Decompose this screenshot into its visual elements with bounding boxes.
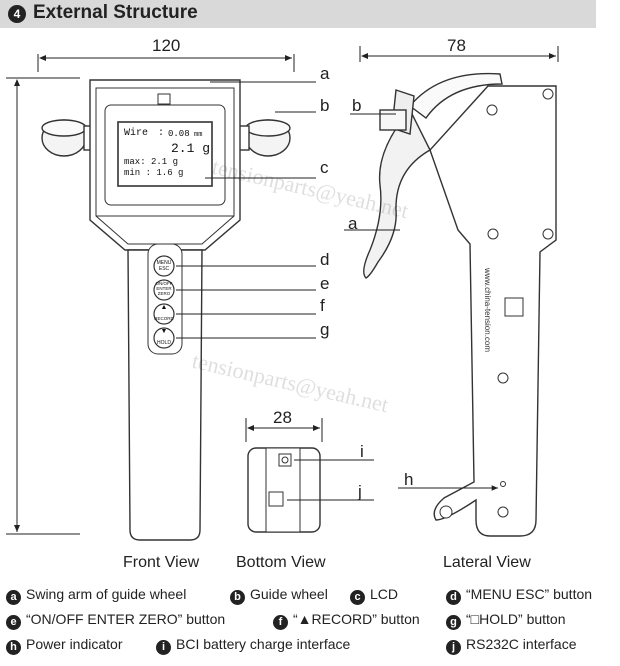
lcd-max: max: 2.1 g bbox=[124, 157, 179, 167]
callout-b-lateral: b bbox=[352, 96, 362, 115]
hold-button-symbol: ▼ bbox=[160, 328, 168, 335]
hold-button: HOLD bbox=[157, 340, 171, 346]
callout-c: c bbox=[320, 158, 329, 177]
menu-esc-button: MENU ESC bbox=[156, 260, 172, 272]
legend-f: f“▲RECORD” button bbox=[273, 611, 420, 630]
lcd-min: min : 1.6 g bbox=[124, 168, 184, 178]
legend-g: g“□HOLD” button bbox=[446, 611, 566, 630]
lateral-width-label: 78 bbox=[447, 36, 466, 55]
bottom-width-label: 28 bbox=[273, 408, 292, 427]
legend-e: e“ON/OFF ENTER ZERO” button bbox=[6, 611, 225, 630]
bottom-view-device bbox=[247, 447, 321, 533]
callout-d: d bbox=[320, 250, 330, 269]
front-callout-lines bbox=[176, 81, 316, 339]
lcd-tension-value: 2.1 g bbox=[171, 141, 211, 156]
front-width-label: 120 bbox=[152, 36, 181, 55]
bottom-dimension-lines bbox=[245, 418, 323, 442]
callout-a-lateral: a bbox=[348, 214, 358, 233]
lcd-wire-unit: mm bbox=[194, 131, 203, 139]
callout-e: e bbox=[320, 274, 330, 293]
bottom-callout-lines bbox=[287, 459, 374, 501]
lateral-view-device bbox=[363, 72, 557, 537]
callout-a-front: a bbox=[320, 64, 330, 83]
lateral-website-text: www.china-tension.com bbox=[483, 268, 492, 353]
section-header: 4 External Structure bbox=[0, 0, 596, 28]
callout-g: g bbox=[320, 320, 330, 339]
callout-b-front: b bbox=[320, 96, 330, 115]
onoff-enter-zero-button: ON/OFF ENTER ZERO bbox=[155, 281, 173, 296]
callout-j: j bbox=[358, 482, 362, 501]
callout-f: f bbox=[320, 296, 325, 315]
lateral-view-label: Lateral View bbox=[443, 554, 531, 571]
lateral-dimension-lines bbox=[359, 46, 559, 62]
callout-h: h bbox=[404, 470, 414, 489]
callout-i: i bbox=[360, 442, 364, 461]
legend-d: d“MENU ESC” button bbox=[446, 586, 592, 605]
front-view-device bbox=[41, 79, 291, 541]
lcd-wire-label: Wire bbox=[124, 128, 149, 139]
bottom-view-label: Bottom View bbox=[236, 554, 326, 571]
record-button: RECORD bbox=[154, 316, 174, 321]
lateral-callout-lines bbox=[344, 113, 498, 491]
section-number: 4 bbox=[8, 5, 26, 23]
front-dimension-lines bbox=[6, 54, 295, 535]
record-button-symbol: ▲ bbox=[160, 304, 168, 311]
section-title: External Structure bbox=[33, 2, 198, 23]
front-view-label: Front View bbox=[123, 554, 200, 571]
lcd-wire-sep: : bbox=[158, 128, 165, 139]
lcd-wire-value: 0.08 bbox=[168, 129, 190, 139]
